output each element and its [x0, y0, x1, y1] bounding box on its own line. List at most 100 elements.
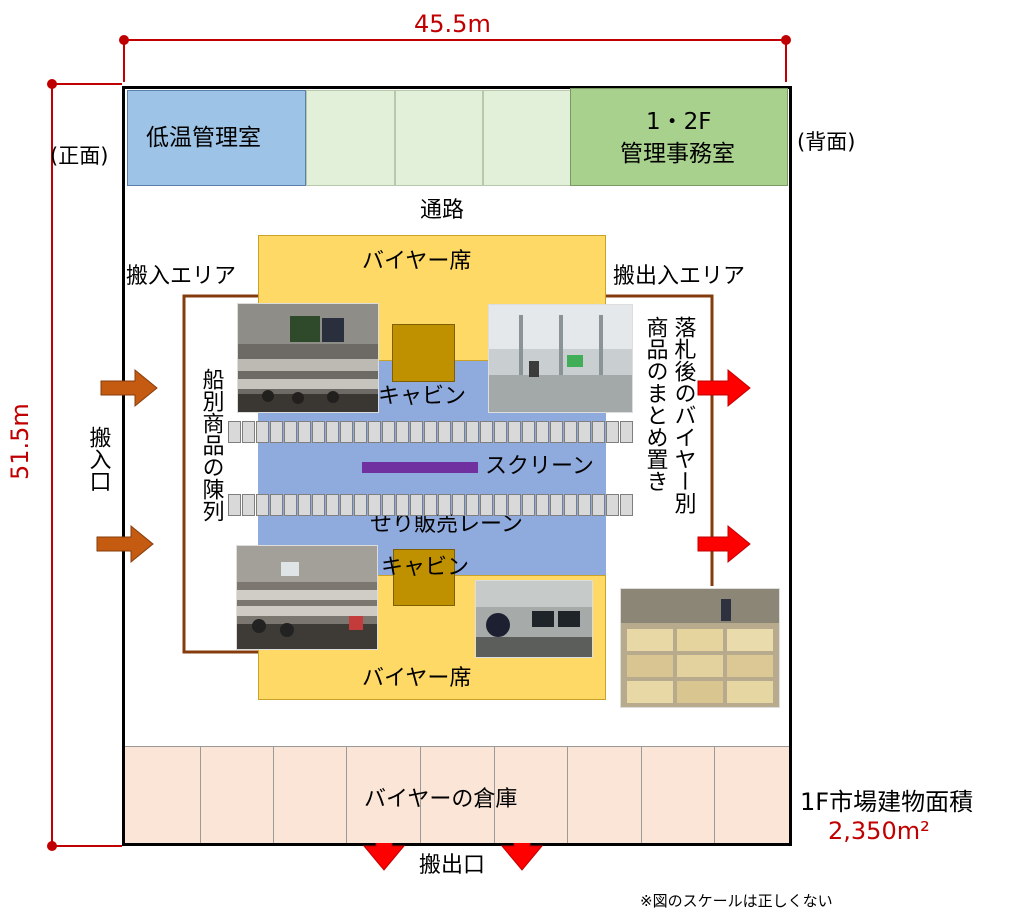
conveyor-box: [550, 421, 563, 443]
office-label-line2: 管理事務室: [620, 141, 735, 167]
buyer-seat-bottom-label: バイヤー席: [362, 666, 472, 691]
conveyor-box: [508, 421, 521, 443]
conveyor-box: [508, 494, 521, 516]
consolidation-label: 商品のまとめ置き: [642, 316, 668, 492]
conveyor-box: [312, 421, 325, 443]
conveyor-box: [284, 421, 297, 443]
conveyor-box: [480, 421, 493, 443]
conveyor-box: [438, 494, 451, 516]
warehouse-divider: [273, 747, 274, 843]
conveyor-box: [410, 494, 423, 516]
management-office: [570, 88, 788, 186]
width-dimension: 45.5m: [414, 10, 491, 38]
auction-hall-photo-1: [237, 303, 379, 413]
cabin-bottom-label: キャビン: [381, 555, 470, 580]
area-title: 1F市場建物面積: [800, 788, 974, 816]
fish-crates-photo: [620, 588, 780, 708]
conveyor-box: [298, 421, 311, 443]
cold-storage-room-label: 低温管理室: [146, 125, 261, 151]
front-label: (正面): [50, 144, 109, 168]
conveyor-box: [340, 494, 353, 516]
conveyor-box: [242, 494, 255, 516]
conveyor-box: [396, 421, 409, 443]
warehouse-divider: [200, 747, 201, 843]
conveyor-box: [494, 421, 507, 443]
lane-label: せり販売レーン: [370, 512, 523, 537]
green-cell: [395, 90, 483, 186]
conveyor-box: [550, 494, 563, 516]
conveyor-box: [592, 421, 605, 443]
conveyor-box: [438, 421, 451, 443]
warehouse-divider: [714, 747, 715, 843]
conveyor-box: [564, 421, 577, 443]
conveyor-box: [354, 494, 367, 516]
conveyor-box: [396, 494, 409, 516]
conveyor-box: [452, 421, 465, 443]
conveyor-box: [466, 494, 479, 516]
conveyor-box: [578, 494, 591, 516]
warehouse-divider: [494, 747, 495, 843]
conveyor-box: [340, 421, 353, 443]
conveyor-box: [368, 421, 381, 443]
conveyor-box: [606, 421, 619, 443]
conveyor-box: [480, 494, 493, 516]
area-value: 2,350m²: [828, 817, 930, 845]
cabin-bottom: [393, 549, 455, 606]
screen-label: スクリーン: [485, 454, 594, 479]
conveyor-box: [606, 494, 619, 516]
conveyor-box: [270, 494, 283, 516]
buyer-seat-top-label: バイヤー席: [362, 249, 472, 274]
conveyor-box: [424, 494, 437, 516]
conveyor-box: [312, 494, 325, 516]
conveyor-box: [592, 494, 605, 516]
scale-note: ※図のスケールは正しくない: [640, 892, 833, 910]
display-by-ship-label: 船別商品の陳列: [198, 368, 224, 522]
conveyor-box: [494, 494, 507, 516]
exit-arrow-lower: [697, 524, 751, 564]
conveyor-box: [522, 494, 535, 516]
warehouse-label: バイヤーの倉庫: [364, 787, 518, 812]
auction-hall-photo-2: [488, 304, 633, 413]
conveyor-box: [522, 421, 535, 443]
conveyor-box: [326, 494, 339, 516]
conveyor-box: [354, 421, 367, 443]
conveyor-box: [452, 494, 465, 516]
warehouse-divider: [567, 747, 568, 843]
auction-hall-photo-3: [236, 545, 378, 650]
conveyor-box: [326, 421, 339, 443]
conveyor-box: [270, 421, 283, 443]
cabin-operator-photo: [475, 580, 593, 658]
green-cell: [306, 90, 395, 186]
intake-area-label: 搬入エリア: [126, 264, 237, 289]
conveyor-box: [256, 421, 269, 443]
inout-area-label: 搬出入エリア: [613, 264, 746, 289]
exit-label: 搬出口: [419, 853, 486, 878]
conveyor-box: [382, 421, 395, 443]
conveyor-box: [536, 494, 549, 516]
cabin-top: [392, 324, 455, 382]
conveyor-box: [228, 421, 241, 443]
conveyor-box: [242, 421, 255, 443]
conveyor-box: [256, 494, 269, 516]
intake-arrow-lower: [96, 524, 154, 564]
conveyor-box: [424, 421, 437, 443]
warehouse-divider: [420, 747, 421, 843]
conveyor-box: [382, 494, 395, 516]
after-bid-label: 落札後のバイヤー別: [670, 316, 696, 514]
building-outline: [122, 86, 792, 846]
conveyor-box: [466, 421, 479, 443]
conveyor-box: [620, 494, 633, 516]
entrance-label: 搬入口: [85, 426, 111, 492]
intake-arrow-upper: [100, 368, 158, 408]
warehouse-divider: [346, 747, 347, 843]
buyer-warehouse: [125, 746, 789, 843]
conveyor-box: [620, 421, 633, 443]
conveyor-box: [368, 494, 381, 516]
warehouse-divider: [641, 747, 642, 843]
conveyor-box: [228, 494, 241, 516]
cold-storage-room: [127, 90, 306, 186]
screen-bar: [362, 462, 478, 473]
